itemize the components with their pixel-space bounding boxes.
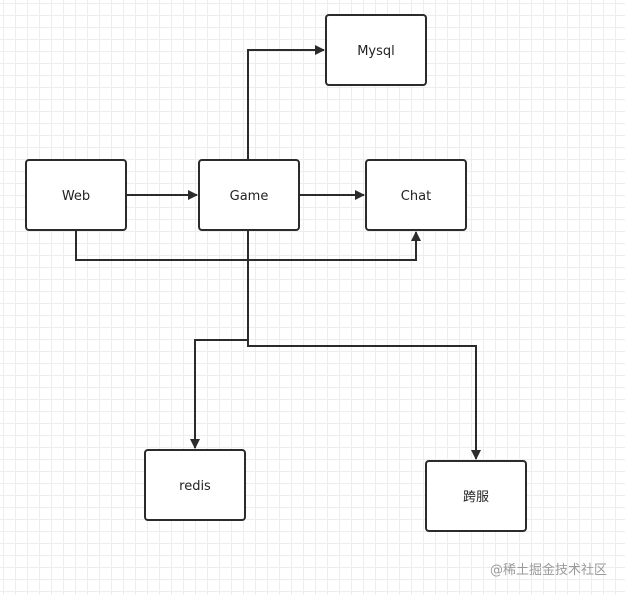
- node-chat-label: Chat: [401, 189, 431, 204]
- node-cross-server-label: 跨服: [463, 490, 489, 505]
- node-cross-server: 跨服: [425, 460, 527, 532]
- node-mysql: Mysql: [325, 14, 427, 86]
- edge-game-to-mysql: [247, 45, 325, 160]
- edge-game-to-redis: [190, 230, 249, 449]
- node-web: Web: [25, 159, 127, 231]
- node-web-label: Web: [62, 189, 90, 204]
- node-game: Game: [198, 159, 300, 231]
- node-chat: Chat: [365, 159, 467, 231]
- edge-web-to-chat: [75, 230, 421, 261]
- watermark: @稀土掘金技术社区: [490, 562, 607, 578]
- node-redis: redis: [144, 449, 246, 521]
- node-mysql-label: Mysql: [357, 44, 395, 59]
- node-game-label: Game: [230, 189, 269, 204]
- edge-game-to-cross-server: [247, 340, 481, 460]
- node-redis-label: redis: [179, 479, 211, 494]
